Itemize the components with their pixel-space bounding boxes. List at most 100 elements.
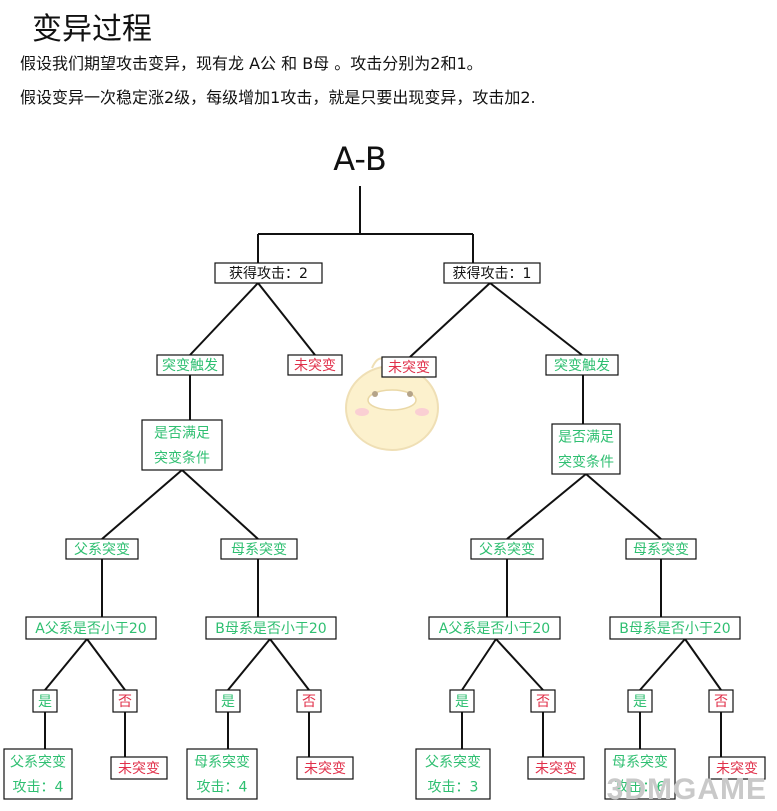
node-label: 是否满足 xyxy=(558,430,614,446)
node-box xyxy=(3,748,73,800)
node-yes-3: 是 xyxy=(449,689,475,713)
node-label: 母系突变 xyxy=(194,755,250,771)
node-label: 母系突变 xyxy=(612,755,668,771)
node-box xyxy=(428,616,561,640)
tree-edge-8 xyxy=(489,282,583,356)
node-label: B母系是否小于20 xyxy=(619,621,730,637)
tree-edge-14 xyxy=(585,473,662,540)
node-no-3: 否 xyxy=(530,689,556,713)
node-label: 未突变 xyxy=(716,761,758,777)
node-box xyxy=(65,538,139,560)
node-label: 母系突变 xyxy=(633,542,689,558)
node-box xyxy=(545,354,619,376)
node-label: 攻击：3 xyxy=(428,780,479,796)
tree-edge-5 xyxy=(189,282,259,356)
node-label: 未突变 xyxy=(535,761,577,777)
node-label: 否 xyxy=(714,694,728,710)
node-mother-l: 母系突变 xyxy=(220,538,298,560)
node-label: 父系突变 xyxy=(10,755,66,771)
node-box xyxy=(470,538,544,560)
node-label: 母系突变 xyxy=(231,542,287,558)
node-box xyxy=(530,689,556,713)
node-label: 是否满足 xyxy=(154,426,210,442)
node-no-2: 否 xyxy=(296,689,322,713)
tree-edge-23 xyxy=(461,638,497,691)
node-box xyxy=(296,689,322,713)
node-label: A父系是否小于20 xyxy=(439,621,550,637)
tree-edge-24 xyxy=(495,638,544,691)
node-box xyxy=(287,354,343,376)
node-box xyxy=(625,538,697,560)
node-label: 否 xyxy=(536,694,550,710)
node-label: 未突变 xyxy=(388,360,430,376)
node-a-check-l: A父系是否小于20 xyxy=(25,616,157,640)
node-label: 是 xyxy=(221,694,235,710)
node-label: 是 xyxy=(455,694,469,710)
node-label: A父系是否小于20 xyxy=(35,621,146,637)
node-box xyxy=(609,616,741,640)
node-box xyxy=(25,616,157,640)
node-box xyxy=(214,262,323,284)
node-none-left: 未突变 xyxy=(287,354,343,376)
node-box xyxy=(32,689,58,713)
tree-edge-19 xyxy=(44,638,88,691)
node-label: 是 xyxy=(38,694,52,710)
node-label: 否 xyxy=(302,694,316,710)
node-box xyxy=(141,419,223,471)
node-gain-right: 获得攻击：1 xyxy=(443,262,541,284)
tree-edge-25 xyxy=(639,638,686,691)
node-box xyxy=(449,689,475,713)
node-box xyxy=(186,748,258,800)
node-label: 未突变 xyxy=(118,761,160,777)
intro-line-2: 假设变异一次稳定涨2级，每级增加1攻击，就是只要出现变异，攻击加2. xyxy=(20,88,536,107)
node-label: 是 xyxy=(633,694,647,710)
node-box xyxy=(381,356,437,378)
watermark-logo: 3DMGAME xyxy=(606,773,767,806)
node-mother-r: 母系突变 xyxy=(625,538,697,560)
tree-edge-21 xyxy=(227,638,271,691)
node-box xyxy=(110,756,168,780)
root-node-label: A-B xyxy=(333,140,387,178)
node-box xyxy=(215,689,241,713)
node-box xyxy=(112,689,138,713)
node-none-4: 未突变 xyxy=(708,756,766,780)
node-label: 父系突变 xyxy=(74,542,130,558)
node-box xyxy=(156,354,224,376)
node-label: 突变条件 xyxy=(154,450,210,467)
tree-edge-11 xyxy=(101,469,183,540)
node-yes-1: 是 xyxy=(32,689,58,713)
node-label: 攻击：6 xyxy=(615,780,666,796)
node-box xyxy=(443,262,541,284)
node-box xyxy=(708,756,766,780)
node-none-2: 未突变 xyxy=(296,756,354,780)
node-box xyxy=(708,689,734,713)
node-father-r: 父系突变 xyxy=(470,538,544,560)
node-none-1: 未突变 xyxy=(110,756,168,780)
node-trigger-right: 突变触发 xyxy=(545,354,619,376)
node-box xyxy=(551,423,621,475)
node-trigger-left: 突变触发 xyxy=(156,354,224,376)
node-label: 未突变 xyxy=(304,761,346,777)
node-box xyxy=(415,748,491,800)
node-box xyxy=(220,538,298,560)
node-none-right: 未突变 xyxy=(381,356,437,378)
tree-edge-7 xyxy=(409,282,491,358)
tree-edge-6 xyxy=(257,282,316,356)
node-box xyxy=(627,689,653,713)
node-a-check-r: A父系是否小于20 xyxy=(428,616,561,640)
intro-line-1: 假设我们期望攻击变异，现有龙 A公 和 B母 。攻击分别为2和1。 xyxy=(20,54,483,73)
node-label: 攻击：4 xyxy=(197,780,248,796)
node-no-1: 否 xyxy=(112,689,138,713)
tree-edge-12 xyxy=(181,469,259,540)
node-label: 父系突变 xyxy=(479,542,535,558)
tree-edge-13 xyxy=(506,473,587,540)
node-label: 未突变 xyxy=(294,358,336,374)
node-b-check-l: B母系是否小于20 xyxy=(205,616,337,640)
node-b-check-r: B母系是否小于20 xyxy=(609,616,741,640)
